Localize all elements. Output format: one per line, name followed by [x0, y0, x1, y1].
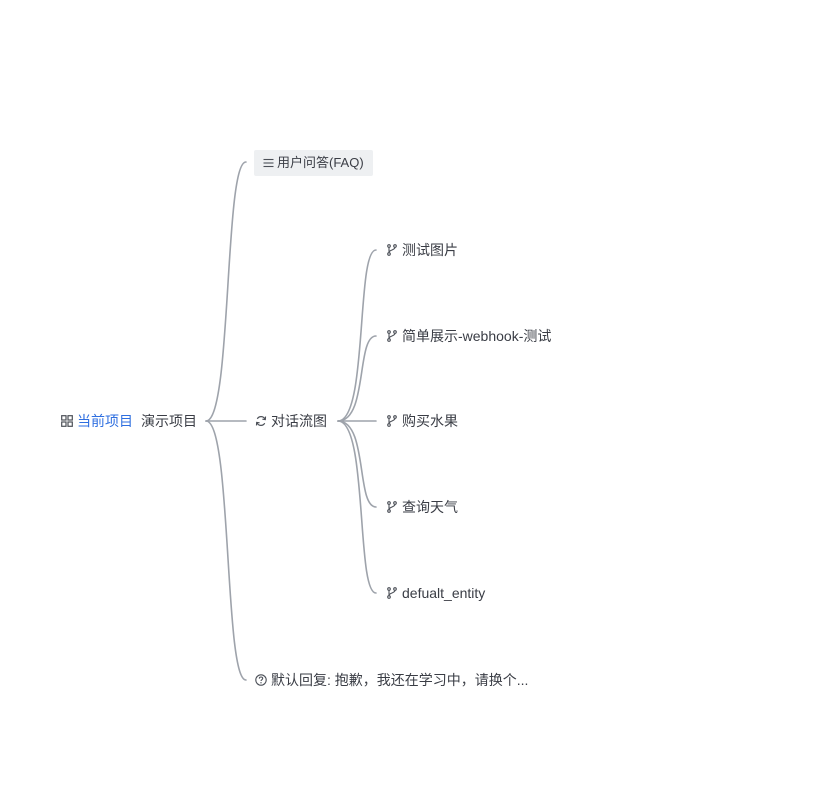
dialog-flow-label: 对话流图	[271, 413, 327, 429]
faq-label: 用户问答(FAQ)	[277, 155, 364, 170]
connector-flow-child-1	[337, 249, 377, 422]
flow-item-label: 查询天气	[402, 499, 458, 515]
branch-icon	[385, 243, 399, 257]
connector-flow-child-2	[337, 335, 377, 422]
flow-item-label: 测试图片	[402, 242, 458, 258]
root-node[interactable]: 当前项目 演示项目	[60, 411, 197, 431]
faq-node[interactable]: 用户问答(FAQ)	[254, 150, 373, 176]
branch-icon	[385, 586, 399, 600]
project-name: 演示项目	[141, 413, 197, 429]
list-icon	[262, 156, 274, 170]
default-reply-node[interactable]: 默认回复: 抱歉，我还在学习中，请换个...	[254, 670, 528, 690]
branch-icon	[385, 500, 399, 514]
flow-item-label: defualt_entity	[402, 585, 486, 601]
flow-item-weather[interactable]: 查询天气	[385, 497, 458, 517]
flow-item-label: 简单展示-webhook-测试	[402, 328, 552, 344]
flow-item-default-entity[interactable]: defualt_entity	[385, 583, 485, 603]
connector-root-default	[205, 420, 247, 681]
default-reply-label: 默认回复: 抱歉，我还在学习中，请换个...	[271, 672, 529, 688]
connector-flow-child-4	[337, 420, 377, 508]
branch-icon	[385, 414, 399, 428]
connector-flow-child-5	[337, 420, 377, 594]
dialog-flow-node[interactable]: 对话流图	[254, 411, 327, 431]
grid-icon	[60, 414, 74, 428]
root-label: 当前项目	[77, 413, 133, 429]
flow-item-label: 购买水果	[402, 413, 458, 429]
branch-icon	[385, 329, 399, 343]
flow-item-webhook-demo[interactable]: 简单展示-webhook-测试	[385, 326, 551, 346]
flow-item-buy-fruit[interactable]: 购买水果	[385, 411, 458, 431]
flow-item-test-image[interactable]: 测试图片	[385, 240, 458, 260]
refresh-icon	[254, 414, 268, 428]
connector-root-faq	[205, 161, 247, 422]
help-circle-icon	[254, 673, 268, 687]
